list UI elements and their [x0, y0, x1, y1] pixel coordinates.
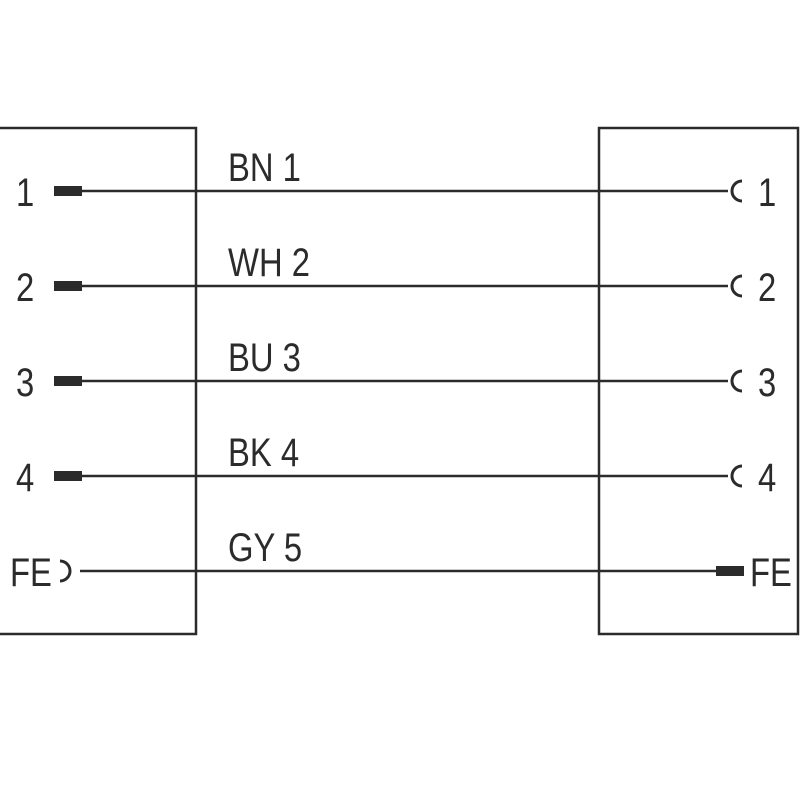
wire-row: GY 5 FE FE: [10, 525, 792, 595]
male-contact-icon: [54, 281, 82, 291]
wire-label: BU 3: [228, 335, 301, 380]
male-contact-icon: [54, 376, 82, 386]
right-pin-label: 3: [758, 360, 776, 405]
male-contact-icon: [716, 566, 744, 576]
right-pin-label: 2: [758, 265, 776, 310]
male-contact-icon: [54, 186, 82, 196]
wire-row: BN 1 1 1: [16, 145, 776, 215]
female-contact-icon: [730, 369, 743, 393]
wire-row: BK 4 4 4: [16, 430, 776, 500]
wire-label: BN 1: [228, 145, 301, 190]
female-contact-icon: [730, 274, 743, 298]
left-pin-label: 4: [16, 455, 34, 500]
left-pin-label: 2: [16, 265, 34, 310]
female-contact-icon: [730, 179, 743, 203]
right-pin-label: FE: [750, 550, 792, 595]
wire-rows: BN 1 1 1 WH 2 2 2 BU 3 3 3 BK 4 4 4 GY 5 FE FE: [10, 145, 792, 595]
wire-label: GY 5: [228, 525, 302, 570]
right-pin-label: 4: [758, 455, 776, 500]
left-pin-label: 1: [16, 170, 34, 215]
female-contact-icon: [59, 559, 72, 583]
left-pin-label: FE: [10, 550, 52, 595]
male-contact-icon: [54, 471, 82, 481]
wire-label: WH 2: [228, 240, 310, 285]
wire-row: WH 2 2 2: [16, 240, 776, 310]
wire-label: BK 4: [228, 430, 299, 475]
right-pin-label: 1: [758, 170, 776, 215]
female-contact-icon: [730, 464, 743, 488]
wire-row: BU 3 3 3: [16, 335, 776, 405]
left-pin-label: 3: [16, 360, 34, 405]
